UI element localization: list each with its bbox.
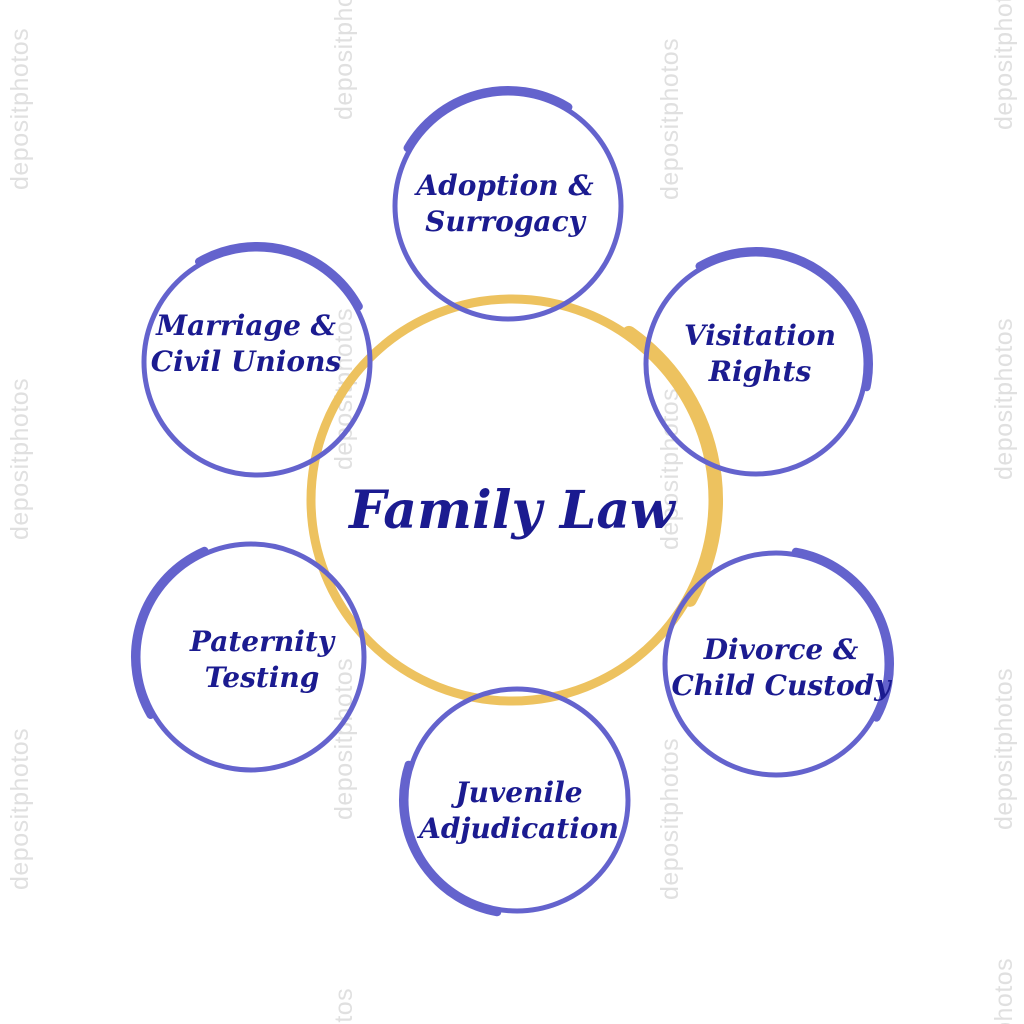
center-ring — [301, 289, 723, 711]
diagram-title: Family Law — [349, 480, 675, 541]
node-circle-juvenile-adjudication — [399, 682, 636, 918]
node-label-juvenile-adjudication: Juvenile Adjudication — [419, 776, 619, 846]
node-circle-paternity-testing — [131, 536, 371, 777]
node-label-divorce-child-custody: Divorce & Child Custody — [671, 633, 891, 703]
node-circle-adoption-surrogacy — [388, 86, 628, 326]
node-circles — [131, 86, 894, 918]
node-circle-visitation-rights — [639, 247, 873, 481]
node-label-visitation-rights: Visitation Rights — [684, 319, 836, 389]
node-label-paternity-testing: Paternity Testing — [189, 625, 335, 695]
node-circle-marriage-civil-unions — [137, 242, 377, 482]
node-label-adoption-surrogacy: Adoption & Surrogacy — [416, 169, 594, 239]
node-circle-divorce-child-custody — [658, 546, 894, 782]
node-label-marriage-civil-unions: Marriage & Civil Unions — [150, 309, 342, 379]
